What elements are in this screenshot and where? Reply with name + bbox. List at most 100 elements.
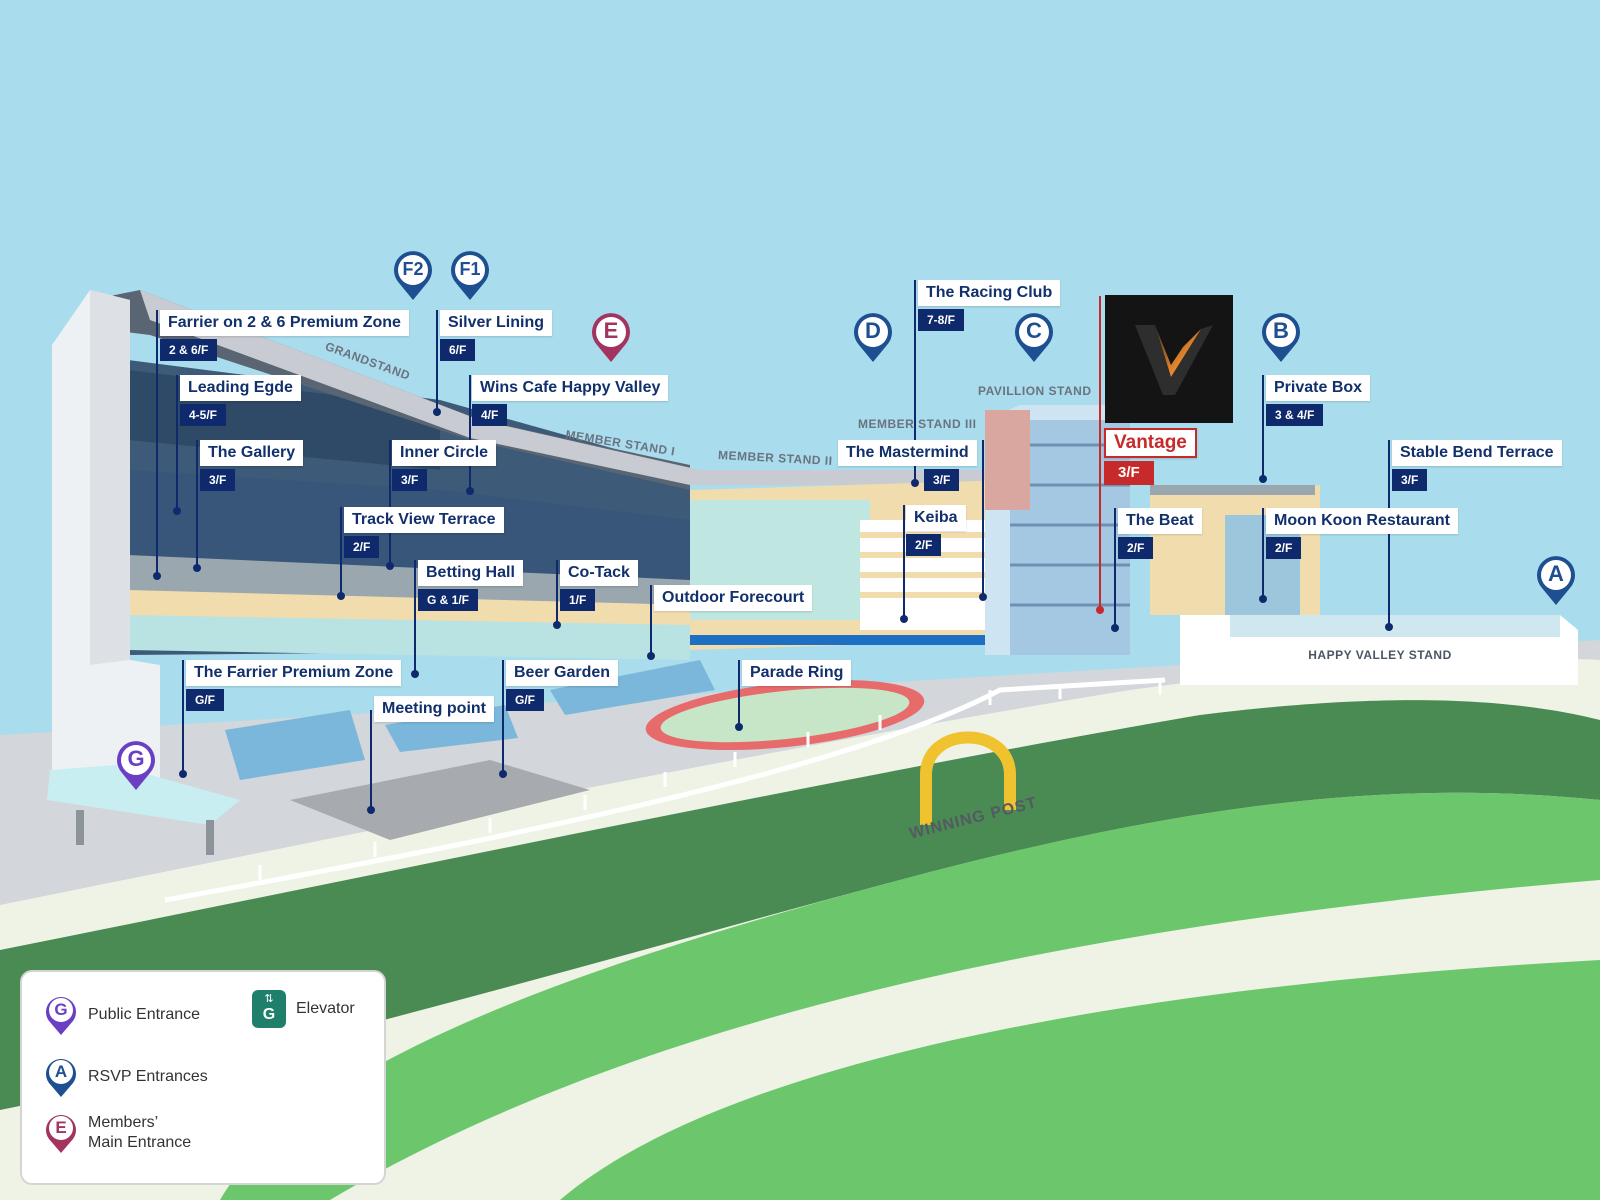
venue-the-gallery[interactable]: The Gallery 3/F	[200, 440, 304, 491]
venue-name: Vantage	[1104, 428, 1197, 458]
venue-co-tack[interactable]: Co-Tack 1/F	[560, 560, 638, 611]
map-legend: G Public Entrance ⇅ G Elevator A RSVP En…	[20, 970, 386, 1185]
venue-track-view-terrace[interactable]: Track View Terrace 2/F	[344, 507, 504, 558]
leader-line	[738, 660, 740, 726]
leader-line	[650, 585, 652, 655]
leader-line	[556, 560, 558, 625]
venue-name: Moon Koon Restaurant	[1266, 508, 1458, 534]
stand-label-happy-valley-stand: HAPPY VALLEY STAND	[1308, 648, 1452, 662]
venue-name: Beer Garden	[506, 660, 619, 686]
venue-name: Parade Ring	[742, 660, 852, 686]
location-dot	[173, 507, 181, 515]
leader-line	[1262, 375, 1264, 478]
leader-line	[1114, 508, 1116, 628]
elevator-icon: ⇅ G	[252, 990, 286, 1028]
venue-name: Silver Lining	[440, 310, 553, 336]
entrance-pin-f2[interactable]: F2	[392, 250, 434, 302]
floor-badge: 3/F	[1392, 469, 1428, 491]
venue-name: Outdoor Forecourt	[654, 585, 813, 611]
entrance-pin-b[interactable]: B	[1260, 312, 1302, 364]
location-dot	[735, 723, 743, 731]
leader-line	[156, 310, 158, 575]
location-dot	[153, 572, 161, 580]
floor-badge: 2/F	[906, 534, 942, 556]
venue-vantage[interactable]: Vantage 3/F	[1104, 428, 1197, 485]
location-dot	[1111, 624, 1119, 632]
floor-badge: 4-5/F	[180, 404, 227, 426]
members-entrance-pin-icon: E	[44, 1112, 78, 1154]
venue-name: Co-Tack	[560, 560, 638, 586]
location-dot	[179, 770, 187, 778]
entrance-pin-c[interactable]: C	[1013, 312, 1055, 364]
venue-betting-hall[interactable]: Betting Hall G & 1/F	[418, 560, 523, 611]
entrance-pin-f1[interactable]: F1	[449, 250, 491, 302]
venue-the-farrier-premium-zone[interactable]: The Farrier Premium Zone G/F	[186, 660, 402, 711]
legend-public-entrance: G Public Entrance	[44, 994, 200, 1036]
location-dot	[367, 806, 375, 814]
location-dot	[386, 562, 394, 570]
location-dot	[499, 770, 507, 778]
venue-name: Wins Cafe Happy Valley	[472, 375, 669, 401]
floor-badge: 7-8/F	[918, 309, 965, 331]
venue-name: Betting Hall	[418, 560, 523, 586]
leader-line	[1262, 508, 1264, 598]
vantage-leader-line	[1099, 296, 1101, 610]
entrance-pin-d[interactable]: D	[852, 312, 894, 364]
location-dot	[911, 479, 919, 487]
location-dot	[647, 652, 655, 660]
floor-badge: 3/F	[924, 469, 960, 491]
rsvp-entrance-pin-icon: A	[44, 1056, 78, 1098]
floor-badge: 3/F	[1104, 461, 1154, 485]
venue-the-racing-club[interactable]: The Racing Club 7-8/F	[918, 280, 1061, 331]
venue-inner-circle[interactable]: Inner Circle 3/F	[392, 440, 497, 491]
legend-rsvp-entrances: A RSVP Entrances	[44, 1056, 208, 1098]
venue-name: The Gallery	[200, 440, 304, 466]
entrance-pin-e[interactable]: E	[590, 312, 632, 364]
location-dot	[979, 593, 987, 601]
venue-beer-garden[interactable]: Beer Garden G/F	[506, 660, 619, 711]
location-dot	[193, 564, 201, 572]
entrance-pin-a[interactable]: A	[1535, 555, 1577, 607]
venue-silver-lining[interactable]: Silver Lining 6/F	[440, 310, 553, 361]
leader-line	[469, 375, 471, 490]
venue-outdoor-forecourt[interactable]: Outdoor Forecourt	[654, 585, 813, 611]
leader-line	[414, 560, 416, 673]
venue-parade-ring[interactable]: Parade Ring	[742, 660, 852, 686]
floor-badge: 3/F	[200, 469, 236, 491]
floor-badge: 2/F	[344, 536, 380, 558]
leader-line	[502, 660, 504, 773]
venue-stable-bend-terrace[interactable]: Stable Bend Terrace 3/F	[1392, 440, 1562, 491]
venue-wins-cafe[interactable]: Wins Cafe Happy Valley 4/F	[472, 375, 669, 426]
location-dot	[1259, 595, 1267, 603]
venue-name: Inner Circle	[392, 440, 497, 466]
floor-badge: 3/F	[392, 469, 428, 491]
location-dot	[337, 592, 345, 600]
venue-leading-egde[interactable]: Leading Egde 4-5/F	[180, 375, 301, 426]
venue-private-box[interactable]: Private Box 3 & 4/F	[1266, 375, 1371, 426]
venue-name: The Mastermind	[838, 440, 977, 466]
leader-line	[389, 440, 391, 565]
venue-moon-koon-restaurant[interactable]: Moon Koon Restaurant 2/F	[1266, 508, 1458, 559]
venue-the-beat[interactable]: The Beat 2/F	[1118, 508, 1202, 559]
venue-farrier-on-2-6[interactable]: Farrier on 2 & 6 Premium Zone 2 & 6/F	[160, 310, 409, 361]
leader-line	[914, 280, 916, 482]
leader-line	[436, 310, 438, 410]
venue-keiba[interactable]: Keiba 2/F	[906, 505, 966, 556]
stand-label-member-stand-iii: MEMBER STAND III	[858, 417, 977, 431]
leader-line	[182, 660, 184, 773]
floor-badge: G/F	[506, 689, 544, 711]
venue-name: The Farrier Premium Zone	[186, 660, 402, 686]
entrance-pin-g[interactable]: G	[115, 740, 157, 792]
public-entrance-pin-icon: G	[44, 994, 78, 1036]
venue-the-mastermind[interactable]: The Mastermind 3/F	[838, 440, 977, 491]
floor-badge: G/F	[186, 689, 224, 711]
location-dot	[900, 615, 908, 623]
floor-badge: G & 1/F	[418, 589, 479, 611]
location-dot	[1259, 475, 1267, 483]
venue-name: Leading Egde	[180, 375, 301, 401]
floor-badge: 2/F	[1266, 537, 1302, 559]
venue-meeting-point[interactable]: Meeting point	[374, 696, 494, 722]
venue-name: Stable Bend Terrace	[1392, 440, 1562, 466]
leader-line	[370, 710, 372, 810]
